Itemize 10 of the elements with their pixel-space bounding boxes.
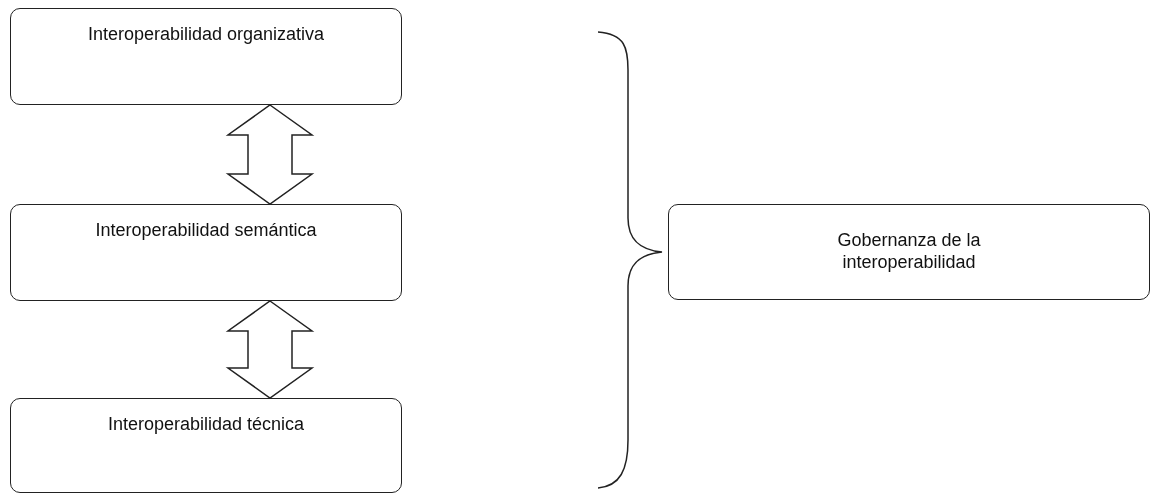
double-arrow <box>225 300 315 399</box>
process-box <box>10 8 402 105</box>
process-box <box>10 398 402 493</box>
process-box <box>668 204 1150 300</box>
double-arrow <box>225 104 315 205</box>
box-label: Gobernanza de la interoperabilidad <box>836 229 982 273</box>
box-label: Interoperabilidad técnica <box>106 413 306 435</box>
process-box <box>10 204 402 301</box>
box-label: Interoperabilidad organizativa <box>86 23 326 45</box>
box-label: Interoperabilidad semántica <box>94 219 318 241</box>
